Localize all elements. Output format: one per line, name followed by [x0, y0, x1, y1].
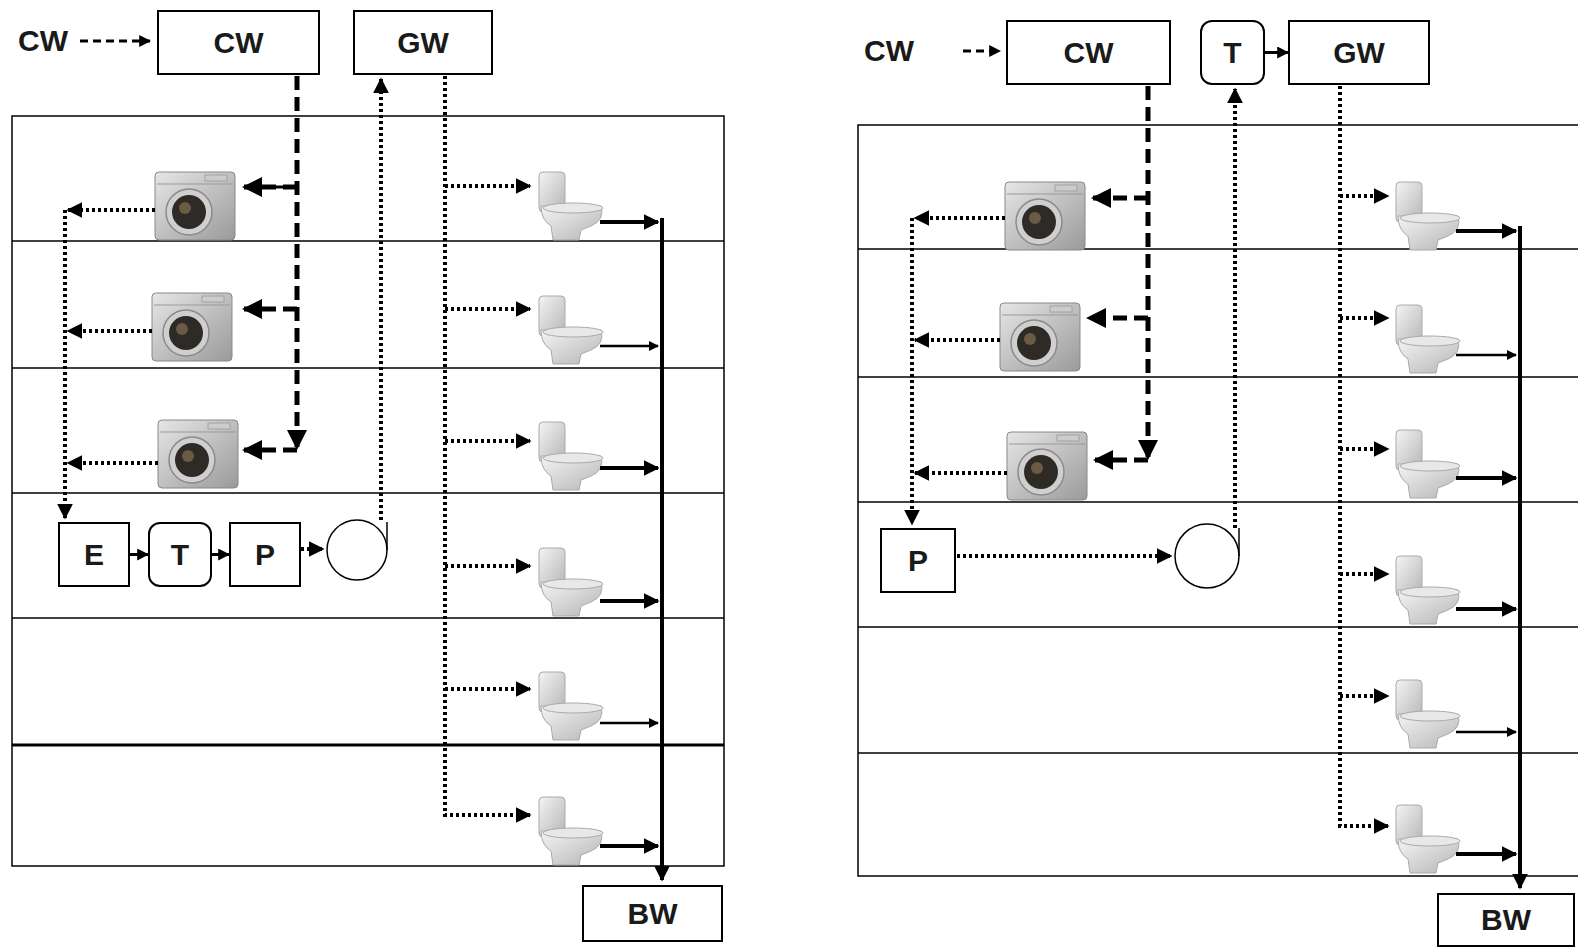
black-water-pipe [1456, 226, 1520, 888]
grey-water-pipe [65, 76, 530, 815]
cold-water-pipe [80, 41, 297, 450]
process-box: BW [1437, 893, 1575, 947]
flow-arrow [212, 553, 229, 556]
process-box: GW [353, 10, 493, 75]
box-label: BW [1481, 905, 1531, 935]
process-box: CW [157, 10, 320, 75]
building-outline [858, 125, 1578, 876]
flow-arrow [1265, 51, 1288, 54]
building-outline [12, 116, 724, 866]
process-box: CW [1006, 20, 1171, 85]
pump-symbol [1175, 524, 1239, 588]
toilet [1396, 182, 1460, 873]
cold-water-pipe [963, 51, 1148, 460]
pump-symbol [327, 520, 387, 580]
process-box: P [880, 528, 956, 593]
process-box: E [58, 522, 130, 587]
box-label: E [84, 540, 104, 570]
box-label: GW [397, 28, 449, 58]
process-box: BW [582, 885, 723, 942]
flow-arrow [130, 553, 148, 556]
box-label: BW [628, 899, 678, 929]
box-label: T [171, 540, 189, 570]
grey-water-pipe [912, 86, 1388, 826]
flow-label: CW [864, 36, 914, 66]
box-label: P [255, 540, 275, 570]
process-box: GW [1288, 20, 1430, 85]
flow-label: CW [18, 26, 68, 56]
box-label: T [1223, 38, 1241, 68]
black-water-pipe [600, 218, 662, 880]
washing-machine [152, 172, 238, 488]
box-label: CW [214, 28, 264, 58]
washing-machine [1000, 182, 1087, 500]
tank-box: T [148, 522, 212, 587]
box-label: P [908, 546, 928, 576]
box-label: CW [1064, 38, 1114, 68]
tank-box: T [1200, 20, 1265, 85]
box-label: GW [1333, 38, 1385, 68]
process-box: P [229, 522, 301, 587]
toilet [539, 172, 603, 865]
